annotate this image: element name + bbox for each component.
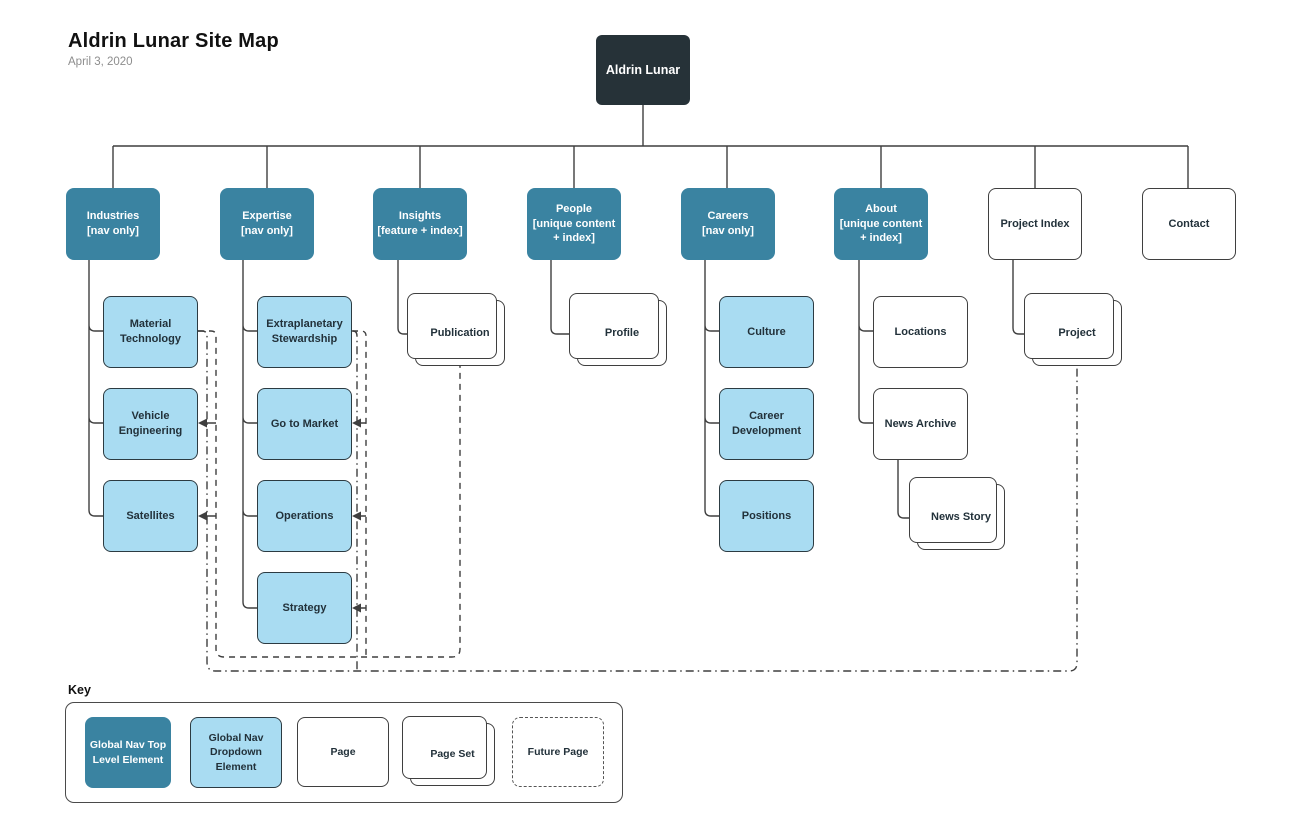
project-link-path xyxy=(198,330,1078,672)
node-operations: Operations xyxy=(257,480,352,552)
node-positions: Positions xyxy=(719,480,814,552)
node-aldrin-lunar-root: Aldrin Lunar xyxy=(596,35,690,105)
node-vehicle-engineering: Vehicle Engineering xyxy=(103,388,198,460)
node-key-global-nav-top: Global Nav Top Level Element xyxy=(85,717,171,788)
node-strategy: Strategy xyxy=(257,572,352,644)
node-key-future-page: Future Page xyxy=(512,717,604,787)
publication-link-path xyxy=(198,330,461,658)
page-title: Aldrin Lunar Site Map xyxy=(68,30,279,52)
link-arrow-stubs xyxy=(206,422,366,609)
tree-connectors xyxy=(88,105,1189,609)
node-profile: Profile xyxy=(569,293,667,366)
node-contact: Contact xyxy=(1142,188,1236,260)
key-heading: Key xyxy=(68,683,91,697)
node-key-page-set: Page Set xyxy=(402,716,495,786)
node-satellites: Satellites xyxy=(103,480,198,552)
node-project-index: Project Index xyxy=(988,188,1082,260)
node-insights: Insights [feature + index] xyxy=(373,188,467,260)
node-people: People [unique content + index] xyxy=(527,188,621,260)
header: Aldrin Lunar Site Map April 3, 2020 xyxy=(68,30,279,68)
node-industries: Industries [nav only] xyxy=(66,188,160,260)
node-key-page: Page xyxy=(297,717,389,787)
node-careers: Careers [nav only] xyxy=(681,188,775,260)
node-go-to-market: Go to Market xyxy=(257,388,352,460)
node-expertise: Expertise [nav only] xyxy=(220,188,314,260)
node-career-development: Career Development xyxy=(719,388,814,460)
node-news-story: News Story xyxy=(909,477,1005,550)
node-publication: Publication xyxy=(407,293,505,366)
page-date: April 3, 2020 xyxy=(68,56,133,68)
node-culture: Culture xyxy=(719,296,814,368)
node-project: Project xyxy=(1024,293,1122,366)
node-news-archive: News Archive xyxy=(873,388,968,460)
node-locations: Locations xyxy=(873,296,968,368)
node-extraplanetary-stewardship: Extraplanetary Stewardship xyxy=(257,296,352,368)
node-about: About [unique content + index] xyxy=(834,188,928,260)
node-material-technology: Material Technology xyxy=(103,296,198,368)
node-key-global-nav-dropdown: Global Nav Dropdown Element xyxy=(190,717,282,788)
